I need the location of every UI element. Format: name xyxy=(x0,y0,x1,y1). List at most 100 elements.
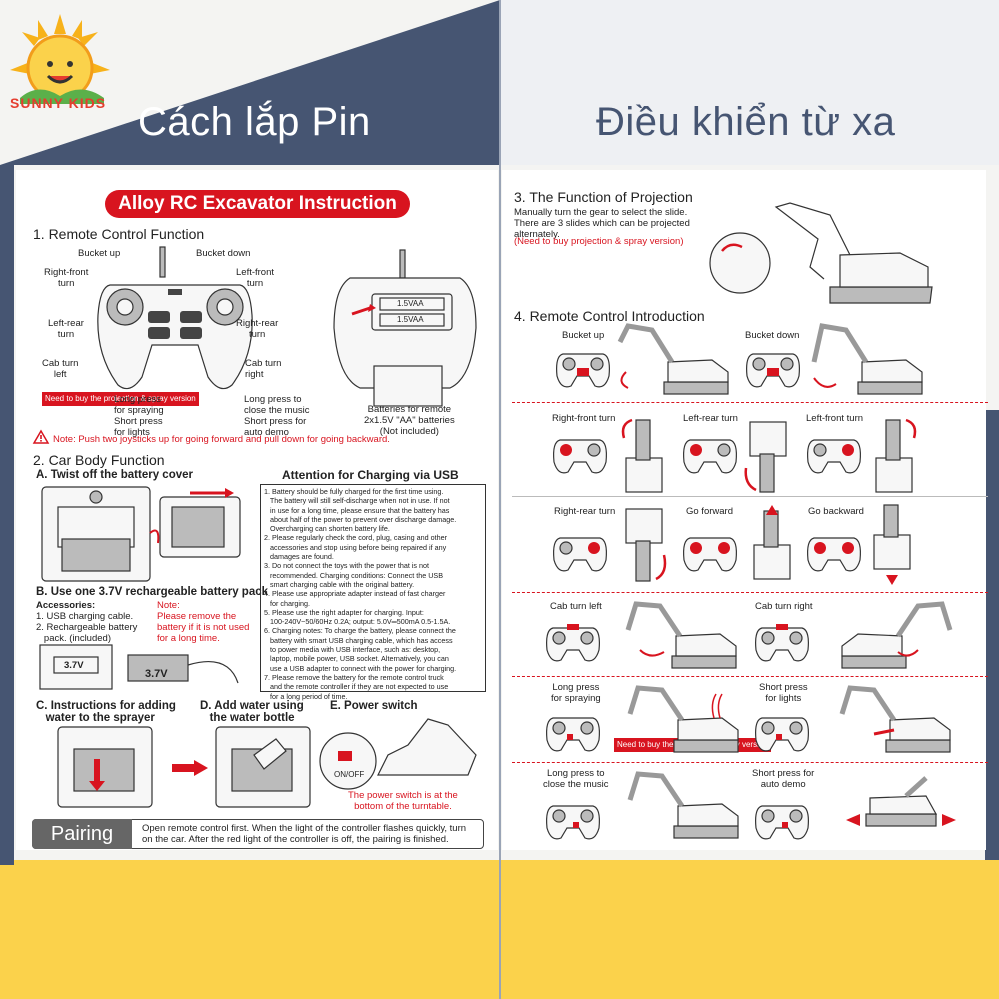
intro-bucket-up: Bucket up xyxy=(562,330,605,341)
intro-cab-turn-right: Cab turn right xyxy=(755,601,813,612)
sprayer-diagram xyxy=(57,726,153,808)
row-divider xyxy=(512,592,988,593)
excavator-icon xyxy=(625,601,737,669)
pairing-instructions: Open remote control first. When the ligh… xyxy=(142,823,467,845)
label-cab-turn-right: Cab turn right xyxy=(245,358,282,380)
header-right-background xyxy=(500,0,999,165)
intro-left-front-turn: Left-front turn xyxy=(806,413,864,424)
battery-cover-diagram xyxy=(41,486,241,582)
left-side-bar xyxy=(0,165,14,865)
warning-icon xyxy=(32,429,50,444)
joystick-note: Note: Push two joysticks up for going fo… xyxy=(53,434,390,445)
pairing-label: Pairing xyxy=(32,819,132,849)
excavator-top-icon xyxy=(744,421,787,493)
mini-remote-icon xyxy=(807,537,861,572)
battery-cell-1: 1.5VAA xyxy=(397,299,424,308)
accessories-title: Accessories: xyxy=(36,600,96,611)
intro-cab-turn-left: Cab turn left xyxy=(550,601,602,612)
attention-charging-text: 1. Battery should be fully charged for t… xyxy=(264,487,457,701)
section-car-body: 2. Car Body Function xyxy=(33,452,165,468)
need-buy-projection-tag: Need to buy the projection & spray versi… xyxy=(42,392,199,406)
mini-remote-icon xyxy=(553,537,607,572)
label-spray-lights: Long press for spraying Short press for … xyxy=(114,394,164,438)
mini-remote-icon xyxy=(755,805,809,840)
intro-right-front-turn: Right-front turn xyxy=(552,413,616,424)
row-divider xyxy=(512,402,988,403)
mini-remote-icon xyxy=(755,717,809,752)
intro-long-press-spraying: Long press for spraying xyxy=(551,682,601,704)
mini-remote-icon xyxy=(755,624,809,662)
arrow-right-icon xyxy=(172,760,208,776)
mini-remote-icon xyxy=(746,353,800,388)
attention-charging-title: Attention for Charging via USB xyxy=(282,468,459,482)
battery-label-large: 3.7V xyxy=(145,668,168,680)
section-projection: 3. The Function of Projection xyxy=(514,189,693,205)
remote-battery-compartment-diagram xyxy=(333,249,477,407)
excavator-icon xyxy=(841,601,953,669)
step-c-add-water: C. Instructions for adding water to the … xyxy=(36,700,176,724)
excavator-projection-diagram xyxy=(709,202,933,304)
excavator-top-icon xyxy=(873,504,911,585)
excavator-icon xyxy=(846,776,956,827)
sun-logo-icon xyxy=(10,14,110,104)
mini-remote-icon xyxy=(546,717,600,752)
intro-short-press-lights: Short press for lights xyxy=(759,682,808,704)
attention-charging-box xyxy=(260,484,486,692)
excavator-top-icon xyxy=(753,505,791,580)
excavator-top-icon xyxy=(875,418,917,493)
label-cab-turn-left: Cab turn left xyxy=(42,358,79,380)
intro-long-press-music: Long press to close the music xyxy=(543,768,609,790)
label-right-front-turn: Right-front turn xyxy=(44,267,89,289)
step-b-battery-pack: B. Use one 3.7V rechargeable battery pac… xyxy=(36,586,269,598)
brand-logo-text: SUNNY KIDS xyxy=(10,95,107,111)
step-a-battery-cover: A. Twist off the battery cover xyxy=(36,469,193,481)
intro-go-backward: Go backward xyxy=(808,506,864,517)
intro-short-press-demo: Short press for auto demo xyxy=(752,768,815,790)
heading-battery-install: Cách lắp Pin xyxy=(138,100,371,144)
battery-label-small: 3.7V xyxy=(64,660,84,671)
water-bottle-diagram xyxy=(215,726,311,808)
page-divider xyxy=(499,0,501,999)
intro-go-forward: Go forward xyxy=(686,506,733,517)
power-switch-note: The power switch is at the bottom of the… xyxy=(348,790,458,812)
label-bucket-up: Bucket up xyxy=(78,248,121,259)
intro-right-rear-turn: Right-rear turn xyxy=(554,506,616,517)
excavator-icon xyxy=(839,685,951,753)
excavator-top-icon xyxy=(621,418,663,493)
heading-remote-control: Điều khiển từ xa xyxy=(596,100,896,144)
projection-note: (Need to buy projection & spray version) xyxy=(514,236,684,247)
excavator-icon xyxy=(627,685,739,753)
battery-pack-diagram xyxy=(39,644,239,690)
mini-remote-icon xyxy=(546,624,600,662)
mini-remote-icon xyxy=(553,439,607,474)
label-left-front-turn: Left-front turn xyxy=(236,267,275,289)
mini-remote-icon xyxy=(807,439,861,474)
manual-title: Alloy RC Excavator Instruction xyxy=(105,190,410,218)
intro-bucket-down: Bucket down xyxy=(745,330,800,341)
battery-removal-note: Note: Please remove the battery if it is… xyxy=(157,600,250,644)
mini-remote-icon xyxy=(683,537,737,572)
excavator-icon xyxy=(617,323,729,395)
excavator-top-icon xyxy=(625,508,667,582)
section-remote-intro: 4. Remote Control Introduction xyxy=(514,308,705,324)
excavator-icon xyxy=(811,323,923,395)
projection-text: Manually turn the gear to select the sli… xyxy=(514,207,690,240)
battery-cell-2: 1.5VAA xyxy=(397,315,424,324)
remote-controller-diagram xyxy=(97,246,253,390)
step-d-water-bottle: D. Add water using the water bottle xyxy=(200,700,304,724)
mini-remote-icon xyxy=(556,353,610,388)
power-switch-diagram xyxy=(319,718,477,790)
mini-remote-icon xyxy=(683,439,737,474)
label-bucket-down: Bucket down xyxy=(196,248,251,259)
label-music-demo: Long press to close the music Short pres… xyxy=(244,394,310,438)
excavator-icon xyxy=(627,771,739,839)
label-batteries-remote: Batteries for remote 2x1.5V "AA" batteri… xyxy=(364,404,455,437)
mini-remote-icon xyxy=(546,805,600,840)
onoff-label: ON/OFF xyxy=(334,770,365,779)
right-side-bar xyxy=(985,410,999,860)
row-divider xyxy=(512,676,988,677)
row-divider xyxy=(512,496,988,497)
accessories-list: 1. USB charging cable. 2. Rechargeable b… xyxy=(36,611,138,644)
step-e-power-switch: E. Power switch xyxy=(330,700,418,712)
section-remote-function: 1. Remote Control Function xyxy=(33,226,205,242)
